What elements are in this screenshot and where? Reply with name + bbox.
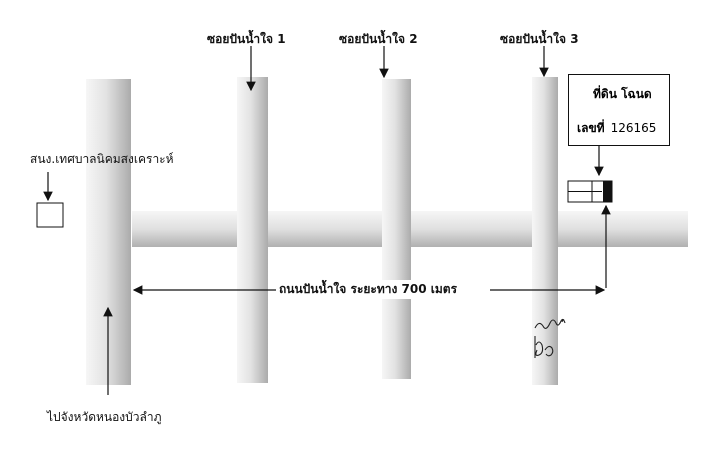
soi-2-label: ซอยปันน้ำใจ 2 — [339, 32, 418, 46]
land-parcel-symbol — [567, 180, 613, 203]
soi-2-road — [382, 79, 411, 379]
soi-1-label: ซอยปันน้ำใจ 1 — [207, 32, 286, 46]
handwritten-signature — [534, 318, 566, 358]
direction-label: ไปจังหวัดหนองบัวลำภู — [47, 410, 162, 424]
soi-3-road — [532, 77, 558, 385]
soi-3-label: ซอยปันน้ำใจ 3 — [500, 32, 579, 46]
deed-line-1: ที่ดิน โฉนด — [593, 87, 652, 101]
deed-number-label: เลขที่ — [577, 121, 605, 135]
main-road-distance-label: ถนนปันน้ำใจ ระยะทาง 700 เมตร — [276, 280, 461, 299]
soi-1-road — [237, 77, 268, 383]
deed-line-2: เลขที่ 126165 — [577, 119, 656, 138]
municipal-office-marker — [36, 202, 64, 228]
municipal-office-label: สนง.เทศบาลนิคมสงเคราะห์ — [30, 152, 174, 166]
land-deed-box: ที่ดิน โฉนด เลขที่ 126165 — [568, 74, 670, 146]
deed-number: 126165 — [610, 121, 657, 135]
